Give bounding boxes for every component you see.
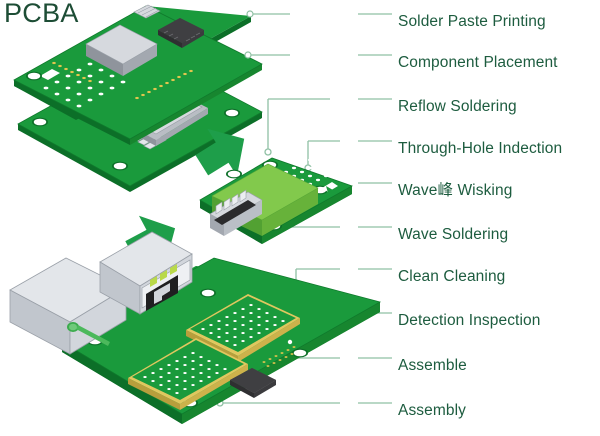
process-label-solder-paste-printing: Solder Paste Printing: [398, 13, 546, 30]
process-label-assemble: Assemble: [398, 357, 467, 374]
bottom-pcb: [61, 257, 382, 424]
wave-solder-connector: [209, 189, 263, 236]
passive-component-pack: [133, 4, 161, 19]
gold-pads: [52, 61, 193, 100]
bga-array-lower: [128, 338, 248, 410]
middle-pcb: [199, 157, 353, 244]
top-upper-pcb: [13, 4, 263, 145]
bga-chip-silver: [85, 24, 158, 76]
process-label-assembly: Assembly: [398, 402, 466, 419]
callout-anchors-top: [244, 10, 254, 59]
green-post: [67, 322, 110, 346]
arrow-top-to-middle: [195, 128, 245, 177]
process-label-wave-soldering: Wave Soldering: [398, 226, 509, 243]
bga-array-upper: [186, 294, 300, 362]
process-label-detection-inspection: Detection Inspection: [398, 312, 541, 329]
process-label-reflow-soldering: Reflow Soldering: [398, 98, 517, 115]
rj45-jack: [99, 231, 193, 315]
gold-finger-pads: [262, 346, 296, 367]
page-title: PCBA: [4, 0, 79, 28]
process-label-wave-feng-wisking: Wave峰 Wisking: [398, 182, 513, 199]
process-label-clean-cleaning: Clean Cleaning: [398, 268, 506, 285]
wave-marker: [322, 182, 338, 193]
qfn-chip-bottom: [230, 368, 276, 398]
qfn-chip-black: [158, 18, 204, 48]
process-label-through-hole-indection: Through-Hole Indection: [398, 140, 563, 157]
leader-reflow-soldering: [264, 98, 392, 156]
metal-enclosure: [9, 257, 127, 355]
process-label-component-placement: Component Placement: [398, 54, 558, 71]
rj45-leds: [150, 264, 177, 287]
